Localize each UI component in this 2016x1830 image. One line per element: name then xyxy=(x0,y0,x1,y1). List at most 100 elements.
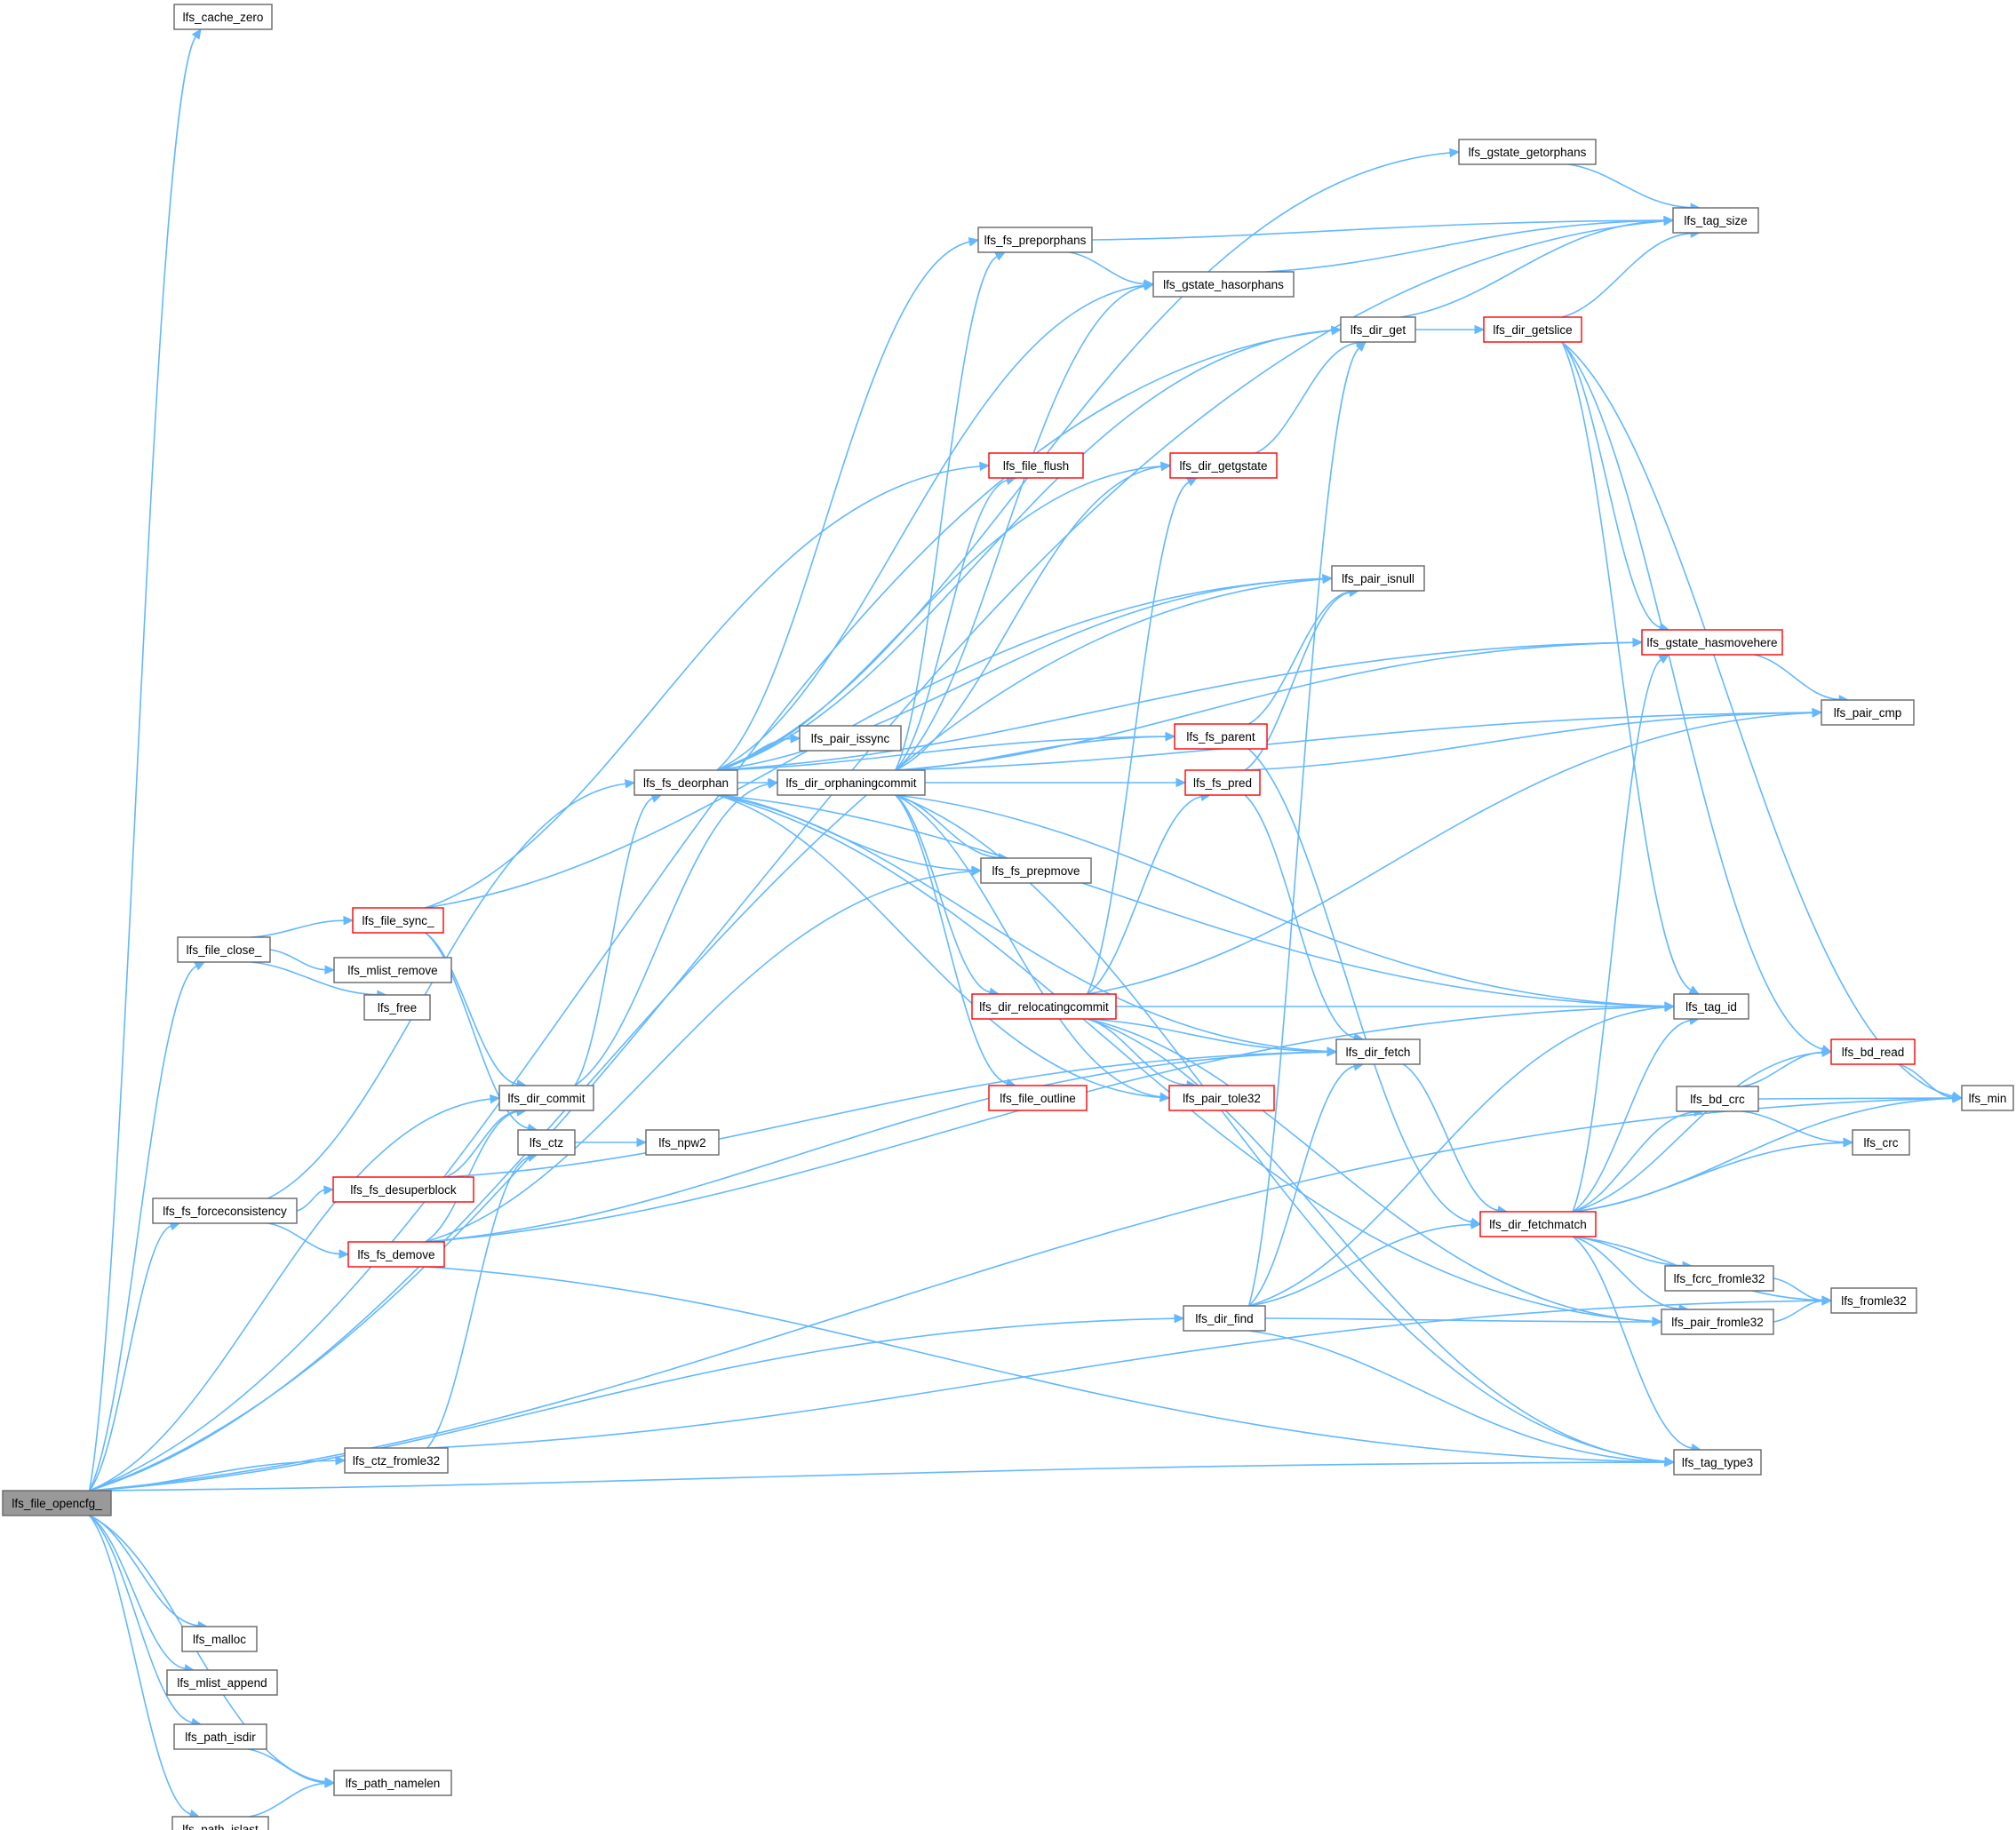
function-node-mlist-remove[interactable]: lfs_mlist_remove xyxy=(333,957,452,983)
function-node-dir-commit[interactable]: lfs_dir_commit xyxy=(498,1085,594,1111)
function-node-label: lfs_dir_fetch xyxy=(1346,1046,1411,1059)
function-node-mlist-append[interactable]: lfs_mlist_append xyxy=(166,1669,278,1696)
call-edge-dir_orphaningcommit-to-gstate_hasorphans xyxy=(895,285,1145,771)
function-node-dir-get[interactable]: lfs_dir_get xyxy=(1340,316,1416,343)
function-node-malloc[interactable]: lfs_malloc xyxy=(181,1626,258,1652)
function-node-dir-getgstate[interactable]: lfs_dir_getgstate xyxy=(1169,452,1278,479)
call-edge-arrowhead-bd_read-to-min xyxy=(1952,1093,1964,1102)
function-node-box xyxy=(1174,723,1268,750)
call-edge-fs_deorphan-to-tag_id xyxy=(716,794,1666,1007)
function-node-crc[interactable]: lfs_crc xyxy=(1852,1129,1910,1156)
function-node-tag-type3[interactable]: lfs_tag_type3 xyxy=(1673,1449,1762,1476)
function-node-bd-crc[interactable]: lfs_bd_crc xyxy=(1676,1086,1759,1112)
call-edge-dir_fetchmatch-to-bd_crc xyxy=(1572,1111,1695,1213)
function-node-bd-read[interactable]: lfs_bd_read xyxy=(1830,1038,1916,1065)
function-node-box xyxy=(1661,1309,1774,1335)
function-node-dir-orphaningcommit[interactable]: lfs_dir_orphaningcommit xyxy=(777,769,926,796)
function-node-tag-id[interactable]: lfs_tag_id xyxy=(1673,993,1749,1020)
call-edge-dir_relocatingcommit-to-dir_fetch xyxy=(1087,1018,1328,1053)
function-node-ctz[interactable]: lfs_ctz xyxy=(517,1129,576,1156)
function-node-dir-getslice[interactable]: lfs_dir_getslice xyxy=(1483,316,1582,343)
call-edge-fs_preporphans-to-tag_size xyxy=(1091,219,1665,241)
call-edge-fs_demove-to-tag_type3 xyxy=(425,1266,1666,1463)
call-edge-pair_fromle32-to-fromle32 xyxy=(1773,1300,1823,1323)
function-node-fs-pred[interactable]: lfs_fs_pred xyxy=(1184,769,1261,796)
function-node-path-namelen[interactable]: lfs_path_namelen xyxy=(333,1770,452,1796)
call-edge-arrowhead-file_sync-to-file_flush xyxy=(979,461,991,472)
function-node-free[interactable]: lfs_free xyxy=(363,994,431,1021)
function-node-box xyxy=(988,1085,1088,1111)
function-node-ctz-fromle32[interactable]: lfs_ctz_fromle32 xyxy=(344,1447,449,1474)
function-nodes: lfs_file_opencfg_ lfs_cache_zero lfs_dir_c… xyxy=(2,4,2014,1830)
call-edge-arrowhead-file_close-to-mlist_remove xyxy=(324,965,336,975)
function-node-fs-deorphan[interactable]: lfs_fs_deorphan xyxy=(633,769,738,796)
function-node-fs-prepmove[interactable]: lfs_fs_prepmove xyxy=(980,857,1092,884)
call-edge-file_close-to-file_sync xyxy=(251,919,345,938)
call-edge-fs_pred-to-dir_fetch xyxy=(1244,794,1355,1038)
call-edge-fs_preporphans-to-gstate_hasorphans xyxy=(1069,251,1145,285)
call-edge-opencfg-to-pair_isnull xyxy=(89,578,1324,1492)
function-node-fs-forceconsistency[interactable]: lfs_fs_forceconsistency xyxy=(152,1197,298,1224)
call-edge-gstate_hasmovehere-to-pair_cmp xyxy=(1754,654,1840,701)
call-edge-opencfg-to-dir_find xyxy=(89,1317,1175,1492)
call-edge-dir_orphaningcommit-to-pair_tole32 xyxy=(895,794,1161,1098)
function-node-dir-fetchmatch[interactable]: lfs_dir_fetchmatch xyxy=(1479,1211,1597,1237)
function-node-label: lfs_file_flush xyxy=(1003,459,1069,473)
function-node-fcrc-fromle32[interactable]: lfs_fcrc_fromle32 xyxy=(1664,1265,1774,1292)
call-edge-arrowhead-opencfg-to-cache_zero xyxy=(191,28,202,40)
call-edge-dir_getslice-to-tag_size xyxy=(1561,232,1692,318)
function-node-label: lfs_gstate_getorphans xyxy=(1469,146,1587,159)
function-node-file-sync[interactable]: lfs_file_sync_ xyxy=(352,907,444,934)
function-node-box xyxy=(1961,1085,2014,1111)
call-edge-dir_commit-to-dir_orphaningcommit xyxy=(574,783,769,1086)
function-node-label: lfs_file_outline xyxy=(1000,1092,1076,1105)
function-node-box xyxy=(1331,565,1425,592)
function-node-path-isdir[interactable]: lfs_path_isdir xyxy=(173,1723,267,1750)
function-node-fs-parent[interactable]: lfs_fs_parent xyxy=(1174,723,1268,750)
function-node-label: lfs_bd_read xyxy=(1842,1046,1905,1059)
call-edge-path_isdir-to-path_namelen xyxy=(248,1748,326,1784)
function-node-file-flush[interactable]: lfs_file_flush xyxy=(988,452,1084,479)
call-edge-gstate_hasorphans-to-tag_size xyxy=(1265,219,1665,273)
function-node-pair-tole32[interactable]: lfs_pair_tole32 xyxy=(1168,1085,1275,1111)
function-node-file-close[interactable]: lfs_file_close_ xyxy=(177,936,271,963)
call-edge-dir_relocatingcommit-to-pair_fromle32 xyxy=(1087,1018,1653,1323)
function-node-npw2[interactable]: lfs_npw2 xyxy=(645,1129,720,1156)
function-node-tag-size[interactable]: lfs_tag_size xyxy=(1672,207,1759,234)
function-node-gstate-hasorphans[interactable]: lfs_gstate_hasorphans xyxy=(1152,271,1295,298)
call-edge-opencfg-to-path_islast xyxy=(88,1515,191,1815)
function-node-opencfg[interactable]: lfs_file_opencfg_ xyxy=(2,1490,112,1516)
call-edge-arrowhead-fs_deorphan-to-gstate_getorphans xyxy=(1449,147,1461,158)
function-node-gstate-getorphans[interactable]: lfs_gstate_getorphans xyxy=(1458,139,1597,165)
call-edge-arrowhead-dir_relocatingcommit-to-dir_fetch xyxy=(1327,1046,1338,1057)
call-edge-dir_getslice-to-gstate_hasmovehere xyxy=(1561,341,1661,628)
function-node-label: lfs_fs_preporphans xyxy=(984,234,1087,247)
function-node-label: lfs_bd_crc xyxy=(1690,1093,1745,1106)
function-node-min[interactable]: lfs_min xyxy=(1961,1085,2014,1111)
function-node-file-outline[interactable]: lfs_file_outline xyxy=(988,1085,1088,1111)
function-node-fromle32[interactable]: lfs_fromle32 xyxy=(1830,1287,1917,1314)
function-node-dir-find[interactable]: lfs_dir_find xyxy=(1183,1305,1266,1332)
call-edge-fs_deorphan-to-pair_issync xyxy=(716,737,792,771)
function-node-pair-issync[interactable]: lfs_pair_issync xyxy=(799,725,902,752)
function-node-label: lfs_pair_cmp xyxy=(1834,706,1902,720)
call-edge-opencfg-to-fs_forceconsistency xyxy=(88,1225,171,1492)
call-edge-fs_deorphan-to-gstate_hasorphans xyxy=(716,284,1145,771)
function-node-fs-desuperblock[interactable]: lfs_fs_desuperblock xyxy=(332,1176,474,1203)
function-node-gstate-hasmovehere[interactable]: lfs_gstate_hasmovehere xyxy=(1641,629,1783,656)
call-edge-dir_orphaningcommit-to-fs_parent xyxy=(895,736,1167,771)
function-node-cache-zero[interactable]: lfs_cache_zero xyxy=(173,4,273,30)
function-node-path-islast[interactable]: lfs_path_islast xyxy=(171,1816,269,1830)
function-node-dir-relocatingcommit[interactable]: lfs_dir_relocatingcommit xyxy=(971,993,1117,1020)
function-node-label: lfs_pair_issync xyxy=(811,732,890,745)
function-node-pair-fromle32[interactable]: lfs_pair_fromle32 xyxy=(1661,1309,1774,1335)
function-node-pair-cmp[interactable]: lfs_pair_cmp xyxy=(1821,699,1915,726)
call-edge-dir_orphaningcommit-to-gstate_hasmovehere xyxy=(895,641,1634,771)
function-node-label: lfs_fcrc_fromle32 xyxy=(1674,1272,1765,1285)
function-node-dir-fetch[interactable]: lfs_dir_fetch xyxy=(1335,1038,1421,1065)
function-node-pair-isnull[interactable]: lfs_pair_isnull xyxy=(1331,565,1425,592)
call-edge-dir_relocatingcommit-to-pair_tole32 xyxy=(1087,1018,1188,1086)
function-node-fs-demove[interactable]: lfs_fs_demove xyxy=(347,1241,445,1268)
function-node-fs-preporphans[interactable]: lfs_fs_preporphans xyxy=(977,227,1093,253)
call-edge-dir_orphaningcommit-to-pair_cmp xyxy=(895,712,1813,771)
